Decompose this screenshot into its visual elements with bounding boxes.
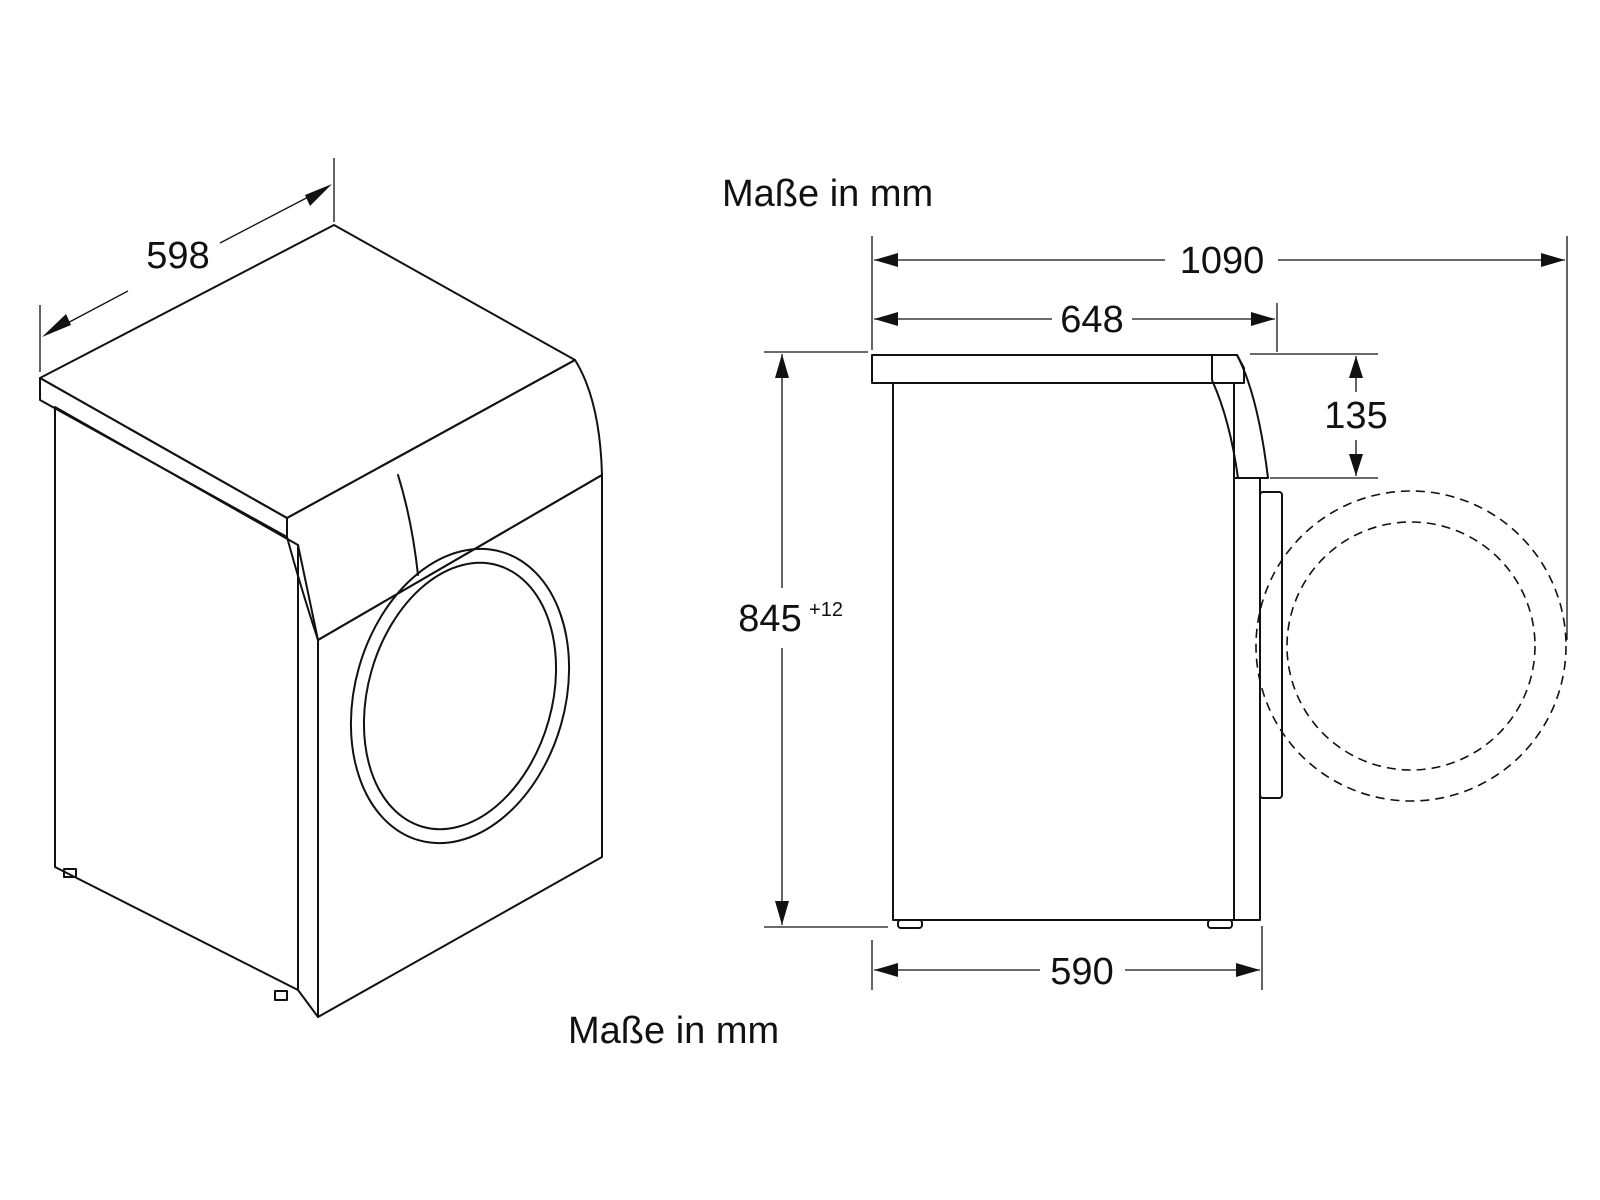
dim-label-depth-body: 590: [1050, 951, 1113, 993]
iso-panel-divider: [397, 474, 419, 576]
door-swing-outer: [1255, 490, 1567, 802]
iso-door-outer: [349, 547, 571, 845]
iso-dim-line-left: [59, 290, 129, 328]
side-foot-rear: [897, 919, 923, 929]
caption-bottom: Maße in mm: [568, 1010, 779, 1052]
dim-1090-arrow-right: [1541, 253, 1565, 267]
iso-top-lid: [39, 224, 576, 519]
dim-label-overall-depth: 1090: [1180, 240, 1265, 282]
iso-dim-arrow-right: [305, 184, 332, 206]
dim-label-width: 598: [146, 235, 209, 277]
dim-135-arrow-top: [1349, 356, 1363, 378]
side-foot-front: [1207, 919, 1233, 929]
iso-body-left-side: [54, 406, 299, 991]
iso-foot-left: [63, 868, 77, 878]
iso-bottom-edge: [297, 989, 319, 1018]
side-door-profile: [1259, 491, 1283, 799]
dim-648-arrow-left: [874, 312, 898, 326]
iso-lid-left-edge: [39, 377, 288, 538]
dim-590-arrow-right: [1236, 963, 1260, 977]
dim-845-arrow-bottom: [775, 901, 789, 925]
side-view: 1090 648 845 +12 590 135: [738, 236, 1568, 993]
dim-845-arrow-top: [775, 354, 789, 378]
side-body: [892, 382, 1235, 921]
dim-label-depth-top: 648: [1060, 299, 1123, 341]
side-front-fascia: [1233, 477, 1261, 921]
iso-foot-front: [274, 990, 288, 1001]
side-control-panel: [1211, 354, 1269, 479]
dim-135-arrow-bottom: [1349, 454, 1363, 476]
iso-dim-arrow-left: [42, 314, 71, 337]
dim-label-height-tolerance: +12: [809, 599, 843, 621]
door-swing-inner: [1286, 521, 1536, 771]
caption-top: Maße in mm: [722, 173, 933, 215]
dim-label-height: 845: [738, 598, 801, 640]
dim-590-arrow-left: [874, 963, 898, 977]
dim-648-arrow-right: [1251, 312, 1275, 326]
iso-dim-line-right: [219, 192, 317, 244]
iso-body-front: [317, 474, 603, 1018]
side-top-plate: [871, 354, 1245, 384]
dim-1090-arrow-left: [874, 253, 898, 267]
isometric-view: 598: [39, 158, 603, 1018]
dim-label-door-offset: 135: [1324, 395, 1387, 437]
iso-front-edge: [297, 544, 319, 641]
iso-door-inner: [362, 561, 558, 831]
